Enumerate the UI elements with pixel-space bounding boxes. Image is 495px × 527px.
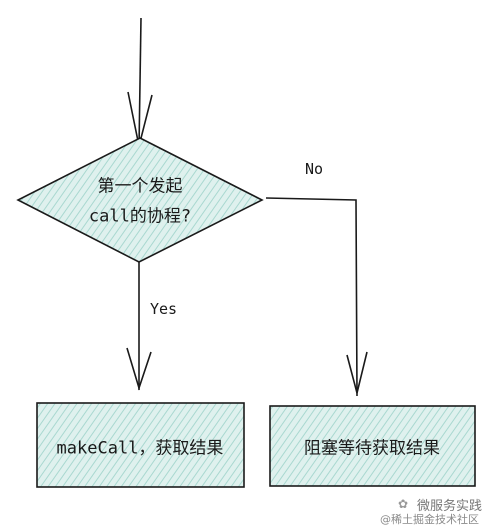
watermark-credit: @稀土掘金技术社区 [380, 513, 479, 526]
watermark-title: 微服务实践 [417, 499, 483, 514]
decision-diamond [16, 137, 264, 263]
make-call-box [36, 402, 245, 488]
block-wait-box [269, 405, 476, 487]
wechat-icon: ✿ [398, 497, 409, 511]
no-arrow [265, 197, 368, 397]
no-label: No [305, 160, 324, 178]
yes-label: Yes [150, 300, 178, 318]
make-call-label: makeCall，获取结果 [56, 438, 224, 459]
block-wait-label: 阻塞等待获取结果 [304, 438, 440, 459]
decision-line-2: call的协程? [88, 206, 192, 227]
top-arrow [127, 17, 153, 149]
decision-line-1: 第一个发起 [97, 176, 183, 197]
yes-arrow [126, 262, 152, 391]
